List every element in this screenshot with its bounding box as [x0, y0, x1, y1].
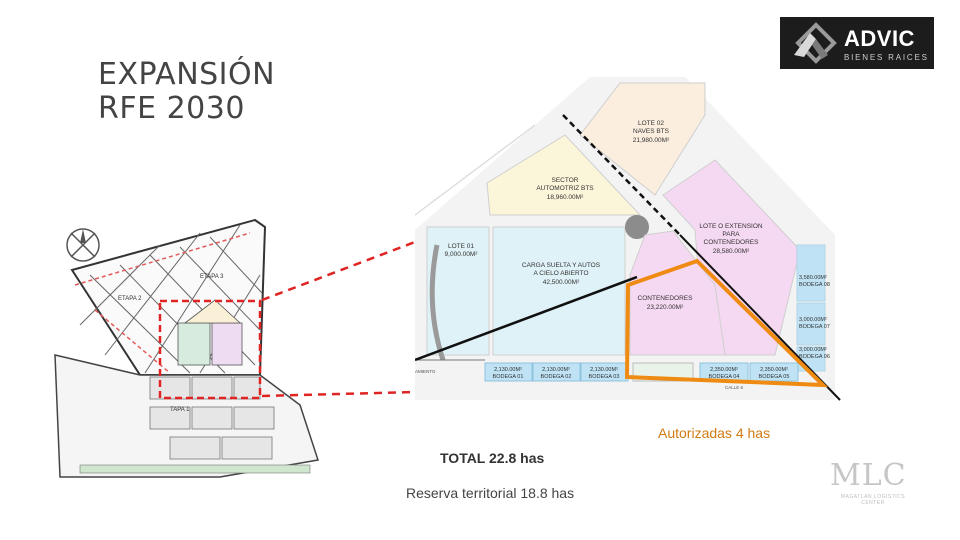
advic-logo: ADVIC BIENES RAICES	[780, 17, 934, 69]
slide-title: EXPANSIÓN RFE 2030	[98, 58, 275, 126]
bodega-02	[532, 362, 581, 382]
boundary-line-dashed	[562, 114, 681, 236]
bodega-01-name: BODEGA 01	[493, 374, 524, 380]
connector-line-top	[261, 240, 416, 302]
roundabout-icon	[625, 215, 649, 239]
lot-extension-contenedores	[662, 159, 801, 356]
label-etapa1: TAPA 1	[170, 407, 190, 413]
selection-box	[158, 299, 262, 400]
sector-name: SECTOR	[552, 177, 579, 184]
title-line-2: RFE 2030	[98, 91, 245, 126]
reserve-caption: Reserva territorial 18.8 has	[406, 485, 575, 501]
extension-area: 28,580.00M²	[713, 248, 750, 255]
bodega-right-top	[796, 244, 826, 302]
contenedores-name: CONTENEDORES	[638, 295, 694, 302]
bodega-02-area: 2,130.00M²	[542, 367, 570, 373]
logo-tagline: BIENES RAICES	[844, 53, 929, 62]
title-line-1: EXPANSIÓN	[98, 57, 276, 92]
boundary-line-diagonal	[415, 275, 638, 362]
bodega-05-area: 2,350.00M²	[760, 367, 788, 373]
bodega-01-area: 2,130.00M²	[494, 367, 522, 373]
bodega-right-mid	[796, 302, 826, 346]
lot-sector-automotriz	[486, 134, 642, 216]
lote01-name: LOTE 01	[448, 243, 474, 250]
bodega-08-area: 3,580.00M²	[799, 275, 827, 281]
bodega-03-area: 2,130.00M²	[590, 367, 618, 373]
road-edge-north	[415, 124, 536, 216]
bodega-05-name: BODEGA 05	[759, 374, 790, 380]
extension-line3: CONTENEDORES	[704, 239, 760, 246]
authorized-caption: Autorizadas 4 has	[658, 425, 771, 441]
bodega-07-area: 3,000.00M²	[799, 317, 827, 323]
bodega-right-bottom	[796, 346, 826, 372]
detailed-plan-map: LOTE 02 NAVES BTS 21,980.00M² SECTOR AUT…	[415, 77, 841, 401]
bodega-03-name: BODEGA 03	[589, 374, 620, 380]
label-etapa3: ETAPA 3	[200, 274, 224, 280]
road-left-label: AMIENTO	[415, 369, 436, 374]
bodega-07-name: BODEGA 07	[799, 324, 830, 330]
advic-emblem-icon	[794, 22, 837, 64]
carga-name: CARGA SUELTA Y AUTOS	[522, 262, 601, 269]
mlc-watermark-logo: MLC MAGATLAN LOGISTICS CENTER	[828, 458, 918, 513]
street-line-north	[74, 232, 251, 286]
zone-pink	[211, 322, 243, 366]
label-etapa2: ETAPA 2	[118, 296, 142, 302]
site-road	[79, 464, 311, 474]
lot-carga-suelta	[492, 226, 626, 356]
bodega-01	[484, 362, 533, 382]
extension-name: LOTE O EXTENSION	[699, 223, 763, 230]
mlc-name: MLC	[830, 458, 907, 493]
carga-line2: A CIELO ABIERTO	[533, 270, 588, 277]
lote02-line2: NAVES BTS	[633, 128, 670, 135]
sector-line2: AUTOMOTRIZ BTS	[536, 185, 594, 192]
lot-lote02	[579, 82, 706, 196]
connector-line-bottom	[261, 390, 416, 398]
lot-contenedores	[629, 230, 726, 356]
zone-green	[177, 322, 211, 366]
boundary-line-solid	[679, 234, 841, 401]
total-caption: TOTAL 22.8 has	[440, 450, 545, 466]
lote02-area: 21,980.00M²	[633, 137, 670, 144]
lote02-name: LOTE 02	[638, 120, 664, 127]
mlc-tagline: MAGATLAN LOGISTICS CENTER	[840, 494, 906, 506]
site-overview-map: ETAPA 3 ETAPA 2 TAPA 1	[54, 218, 319, 478]
access-curve	[429, 244, 446, 361]
bodega-06-name: BODEGA 06	[799, 354, 830, 360]
carga-area: 42,500.00M²	[543, 279, 580, 286]
lote01-area: 9,000.00M²	[445, 251, 479, 258]
road-bottom-label: CALLE 6	[725, 385, 744, 390]
authorized-area-highlight	[624, 258, 829, 388]
bodega-04-area: 2,350.00M²	[710, 367, 738, 373]
bodega-02-name: BODEGA 02	[541, 374, 572, 380]
extension-line2: PARA	[722, 231, 740, 238]
logo-name: ADVIC	[844, 26, 915, 51]
zone-cream	[183, 299, 242, 324]
compass-icon	[66, 228, 100, 262]
bodega-06-area: 3,000.00M²	[799, 347, 827, 353]
sector-area: 18,960.00M²	[547, 194, 584, 201]
street-line-west	[94, 309, 171, 374]
bodega-04-name: BODEGA 04	[709, 374, 740, 380]
bodega-08-name: BODEGA 08	[799, 282, 830, 288]
contenedores-area: 23,220.00M²	[647, 304, 684, 311]
